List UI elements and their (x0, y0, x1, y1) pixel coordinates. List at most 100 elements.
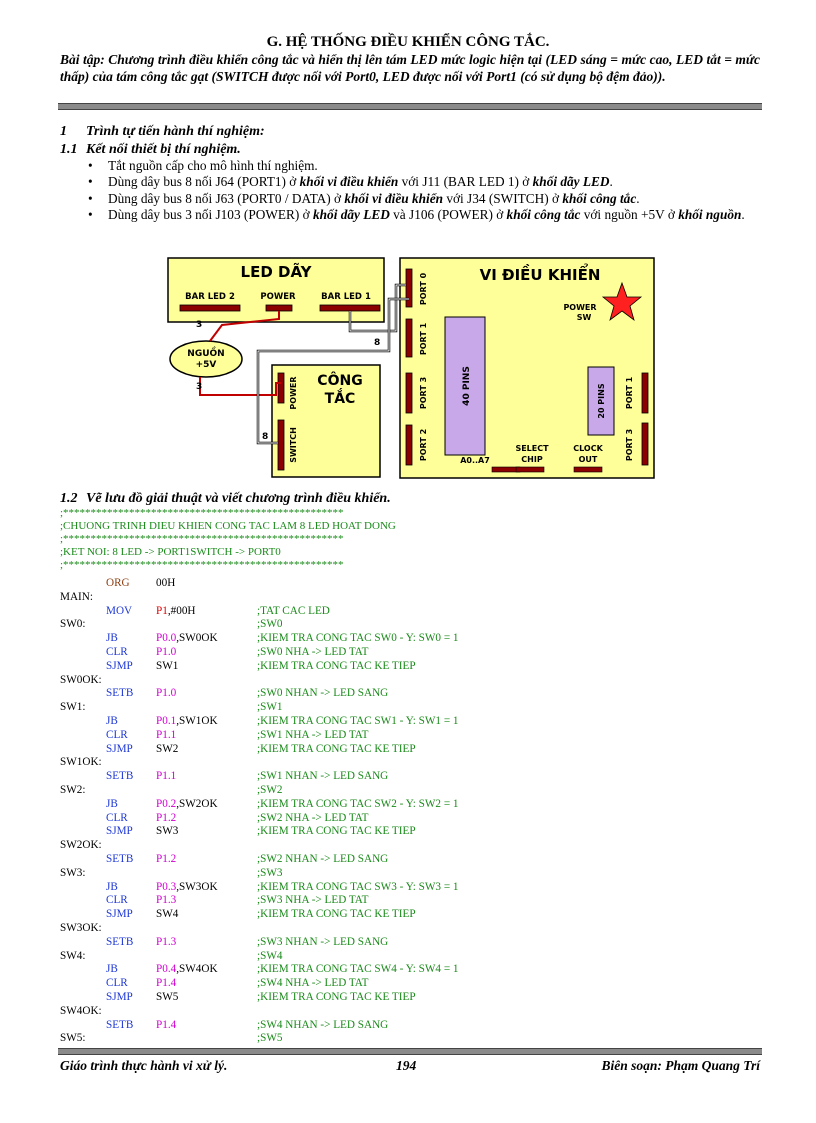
code-comment: ;SW3 NHAN -> LED SANG (257, 935, 389, 948)
exercise-statement: Bài tập: Chương trình điều khiển công tắ… (60, 52, 760, 84)
code-line: SW1:;SW1 (60, 701, 760, 715)
code-comment: ;KIEM TRA CONG TAC KE TIEP (257, 908, 416, 921)
code-comment: ;SW0 NHA -> LED TAT (257, 645, 369, 658)
bus8-label-2: 8 (262, 432, 268, 442)
port1r-label: PORT 1 (625, 376, 634, 409)
section-number: 1.2 (60, 491, 78, 506)
code-label: SW3: (60, 866, 86, 879)
code-line: SW2:;SW2 (60, 784, 760, 798)
code-operand: P1.1 (156, 728, 177, 741)
code-line: SW0OK: (60, 674, 760, 688)
code-operand: P1.4 (156, 977, 177, 990)
code-operand: P0.3,SW3OK (156, 880, 218, 893)
chip-40-label: 40 PINS (462, 366, 472, 406)
code-mnemonic: SJMP (106, 825, 133, 838)
chip-40-pins (444, 316, 486, 456)
power-label: POWER (260, 292, 296, 302)
code-operand: SW3 (156, 825, 179, 838)
bus3-label-1: 3 (196, 382, 202, 392)
comment-line: ;***************************************… (60, 507, 344, 519)
list-item: Dùng dây bus 3 nối J103 (POWER) ở khối d… (82, 207, 762, 224)
section-title: Trình tự tiến hành thí nghiệm: (86, 124, 265, 139)
code-operand: P1.0 (156, 687, 177, 700)
code-mnemonic: JB (106, 880, 118, 893)
port0-connector (405, 268, 413, 308)
footer-book-title: Giáo trình thực hành vi xử lý. (60, 1058, 228, 1073)
code-mnemonic: ORG (106, 577, 130, 589)
code-mnemonic: SJMP (106, 742, 133, 755)
code-operand: SW5 (156, 990, 179, 1003)
chip-20-label: 20 PINS (597, 383, 606, 418)
port3r-connector (641, 422, 649, 466)
code-comment: ;KIEM TRA CONG TAC KE TIEP (257, 742, 416, 755)
mcu-block-title: VI ĐIỀU KHIỂN (480, 262, 601, 284)
code-comment: ;TAT CAC LED (257, 604, 330, 617)
select-connector (515, 466, 545, 473)
code-label: SW4OK: (60, 1004, 102, 1017)
code-mnemonic: SETB (106, 687, 134, 700)
code-line: SJMP SW3 ;KIEM TRA CONG TAC KE TIEP (60, 825, 760, 839)
power-wire-switch (199, 377, 281, 396)
power-switch-star-icon (601, 281, 643, 322)
code-comment: ;SW1 NHAN -> LED SANG (257, 770, 389, 783)
list-item: Tắt nguồn cấp cho mô hình thí nghiệm. (82, 158, 762, 175)
bar-led1-label: BAR LED 1 (321, 292, 371, 302)
code-label: SW0: (60, 618, 86, 631)
port3r-label: PORT 3 (625, 429, 634, 461)
code-comment: ;KIEM TRA CONG TAC SW3 - Y: SW3 = 1 (257, 880, 459, 893)
code-comment: ;KIEM TRA CONG TAC KE TIEP (257, 659, 416, 672)
code-mnemonic: JB (106, 714, 118, 727)
footer-author: Biên soạn: Phạm Quang Trí (601, 1058, 760, 1073)
code-mnemonic: JB (106, 797, 118, 810)
code-line: SW2OK: (60, 839, 760, 853)
instruction-list: Tắt nguồn cấp cho mô hình thí nghiệm. Dù… (82, 158, 762, 223)
code-label: SW3OK: (60, 921, 102, 934)
code-label: SW2: (60, 783, 86, 796)
code-operand: P0.1,SW1OK (156, 714, 218, 727)
code-comment: ;SW4 NHA -> LED TAT (257, 977, 369, 990)
switch-block-title-1: CÔNG (317, 371, 362, 389)
code-operand: SW4 (156, 908, 179, 921)
comment-line: ;***************************************… (60, 533, 344, 545)
section-title: Kết nối thiết bị thí nghiệm. (86, 142, 241, 157)
clock-connector (573, 466, 603, 473)
port3-connector (405, 372, 413, 414)
code-mnemonic: SETB (106, 770, 134, 783)
code-comment: ;KIEM TRA CONG TAC SW2 - Y: SW2 = 1 (257, 797, 459, 810)
page-title: G. HỆ THỐNG ĐIỀU KHIỂN CÔNG TẮC. (266, 34, 550, 50)
code-mnemonic: SJMP (106, 990, 133, 1003)
code-operand: 00H (156, 577, 176, 589)
bus8-wire-switch-core (257, 298, 409, 444)
code-comment: ;KIEM TRA CONG TAC KE TIEP (257, 825, 416, 838)
power-sw-label-1: POWER (563, 303, 596, 312)
code-label: SW1: (60, 701, 86, 714)
code-mnemonic: CLR (106, 645, 128, 658)
code-label: SW5: (60, 1032, 86, 1045)
code-label: MAIN: (60, 590, 93, 603)
code-comment: ;SW5 (257, 1032, 283, 1045)
code-line: SW4OK: (60, 1005, 760, 1019)
a0a7-label: A0..A7 (460, 456, 490, 465)
list-item: Dùng dây bus 8 nối J63 (PORT0 / DATA) ở … (82, 191, 762, 208)
code-operand: P1.2 (156, 852, 177, 865)
code-comment: ;SW3 NHA -> LED TAT (257, 894, 369, 907)
code-operand: P1.2 (156, 811, 177, 824)
select-label: SELECT (515, 444, 549, 453)
code-operand: SW2 (156, 742, 179, 755)
code-line: SETB P1.1 ;SW1 NHAN -> LED SANG (60, 770, 760, 784)
code-line: ORG 00H (60, 577, 760, 591)
code-operand: P1.1 (156, 770, 177, 783)
code-comment: ;SW0 (257, 618, 283, 631)
bus3-label-2: 3 (196, 320, 202, 330)
code-comment: ;SW4 NHAN -> LED SANG (257, 1018, 389, 1031)
